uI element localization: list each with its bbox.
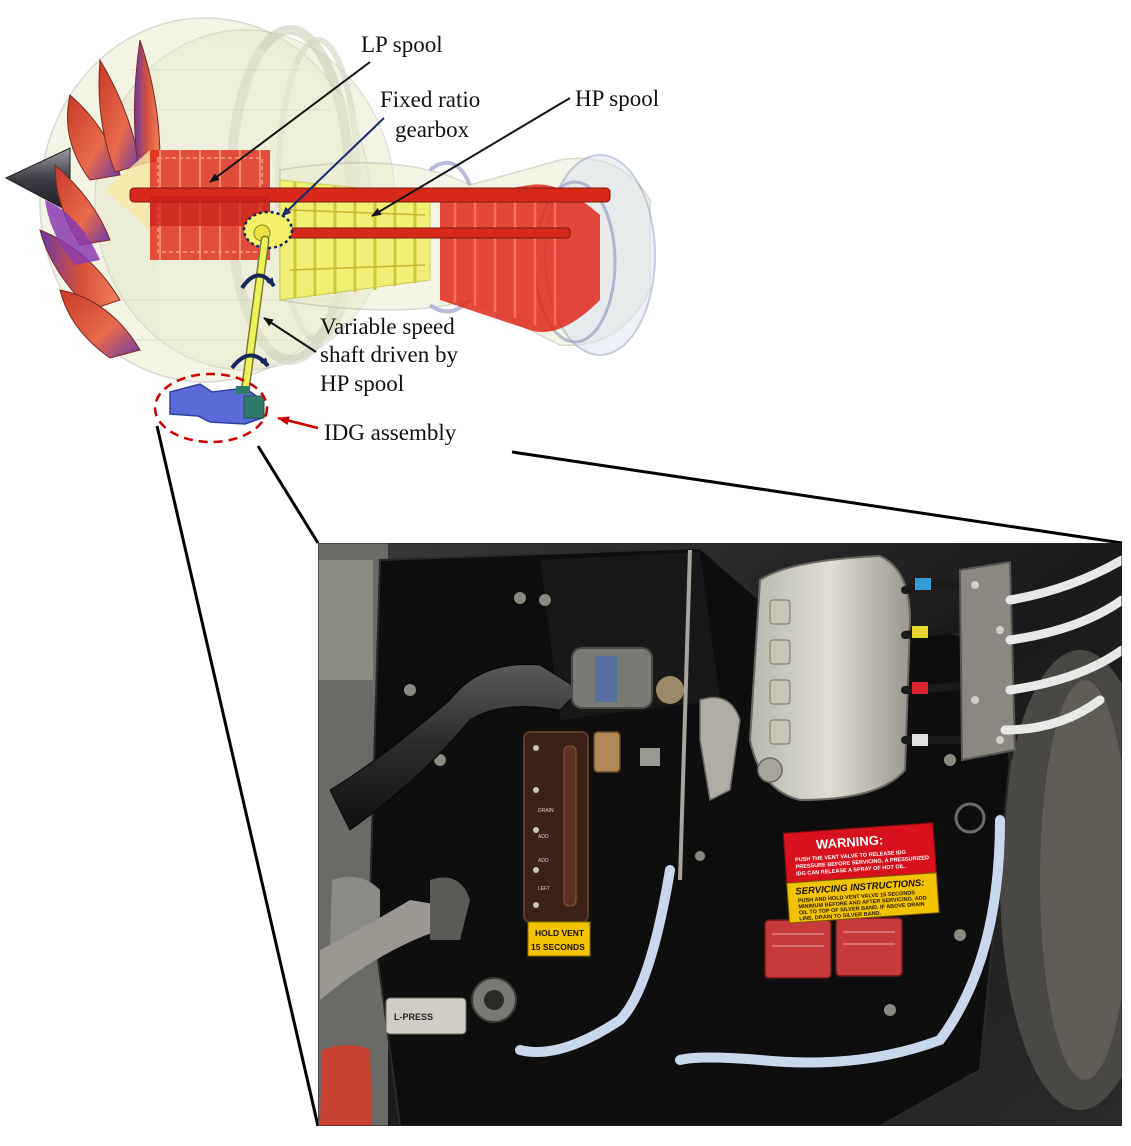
- idg-leader: [278, 418, 318, 428]
- turbine-section: [440, 184, 600, 332]
- hp-spool-label: HP spool: [575, 86, 659, 111]
- lp-spool-label: LP spool: [361, 32, 443, 57]
- hold-vent-text-2: 15 SECONDS: [531, 942, 585, 952]
- zoom-line-left: [157, 426, 318, 1126]
- idg-photo: DRAIN ADD ADD LEFT HOLD VENT 15 SECONDS: [318, 543, 1131, 1126]
- gauge-mark-2: ADD: [538, 834, 549, 840]
- zoom-line-right: [512, 452, 1122, 543]
- gearbox-label-line1: Fixed ratio: [380, 87, 480, 112]
- gauge-mark-1: DRAIN: [538, 808, 554, 814]
- gauge-mark-4: LEFT: [538, 886, 550, 892]
- idg-label: IDG assembly: [324, 420, 457, 445]
- connector-label: L-PRESS: [394, 1012, 433, 1022]
- shaft-label-line1: Variable speed: [320, 314, 455, 339]
- zoom-line-inner: [258, 446, 318, 543]
- gearbox-label-line2: gearbox: [395, 117, 470, 142]
- shaft-label-line3: HP spool: [320, 371, 404, 396]
- shaft-label-line2: shaft driven by: [320, 342, 458, 367]
- warning-placard: WARNING: PUSH THE VENT VALVE TO RELEASE …: [783, 823, 939, 923]
- idg-assembly: [170, 384, 264, 424]
- hold-vent-text-1: HOLD VENT: [535, 928, 585, 938]
- gauge-mark-3: ADD: [538, 858, 549, 864]
